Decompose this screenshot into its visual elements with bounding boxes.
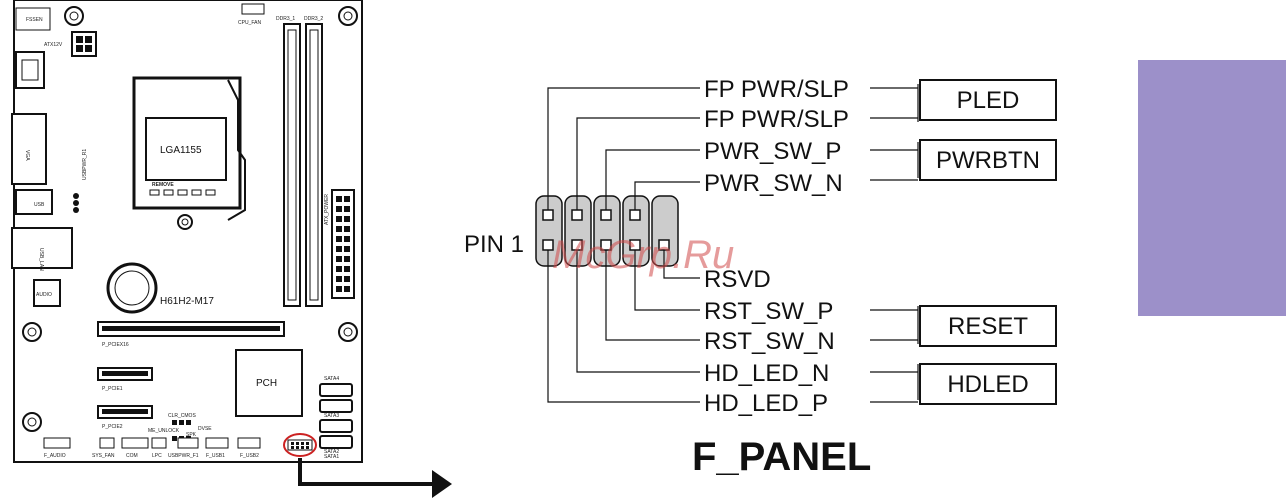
com-label: COM [126,453,138,459]
sys-fan-label: SYS_FAN [92,453,115,459]
group-box-reset [919,305,1057,347]
dimm-slot-2 [305,23,323,307]
group-box-hdled [919,363,1057,405]
model-label: H61H2-M17 [160,296,214,307]
fssen-box [15,7,51,31]
pin-label-rsvd: RSVD [704,266,771,293]
vga-port [11,113,47,185]
remove-label: REMOVE [152,182,174,188]
usb-port [15,189,53,215]
usbpwr-r1-label: USBPWR_R1 [82,149,88,180]
me-unlock-label: ME_UNLOCK [148,428,180,434]
sata-ports [319,383,353,449]
audio-label: AUDIO [36,292,52,298]
usb-label: USB [34,202,45,208]
fssen-label: FSSEN [26,17,43,23]
pin-label-rst-sw-p: RST_SW_P [704,298,833,325]
socket-label: LGA1155 [160,145,202,156]
pin-label-pwr-sw-p: PWR_SW_P [704,138,841,165]
lpc-label: LPC [152,453,162,459]
group-label-pled: PLED [957,87,1020,114]
bottom-leader-lines [547,250,700,403]
pin-label-rst-sw-n: RST_SW_N [704,328,835,355]
pin-label-pwr-sw-n: PWR_SW_N [704,170,843,197]
ddr3-2-label: DDR3_2 [304,16,323,22]
bottom-headers [43,437,261,449]
pin-label-fp-pwr-slp-2: FP PWR/SLP [704,106,849,133]
pch-chip [235,349,303,417]
group-brackets [870,84,919,403]
socket-inner [145,117,227,181]
atx-power-label: ATX_POWER [324,194,330,225]
group-label-pwrbtn: PWRBTN [936,147,1040,174]
pin-label-hd-led-n: HD_LED_N [704,360,829,387]
group-box-pwrbtn [919,139,1057,181]
atx12v-label: ATX12V [44,42,63,48]
highlight-ellipse [283,433,317,457]
f-panel-header-onboard [287,439,313,451]
motherboard: FSSEN ATX12V VGA USB USBPWR_R1 USB_LAN A… [11,0,363,463]
atx12v-connector [71,31,97,57]
clr-cmos-label: CLR_CMOS [168,413,196,419]
mounting-holes [22,6,358,432]
f-audio-label: F_AUDIO [44,453,66,459]
cpu-fan-header [241,3,265,15]
ddr3-1-label: DDR3_1 [276,16,295,22]
side-tab [1138,60,1286,316]
pcie-x16-label: P_PCIEX16 [102,342,129,348]
usb-lan-port [11,227,73,269]
top-leader-lines [547,87,700,210]
group-label-hdled: HDLED [947,371,1028,398]
usbpwr-r1-jumper [73,193,79,213]
sata1-label: SATA1 [324,454,339,460]
usbpwr-f1-label: USBPWR_F1 [168,453,199,459]
pcie2-label: P_PCIE2 [102,424,123,430]
connector-title: F_PANEL [692,435,871,479]
group-label-reset: RESET [948,313,1028,340]
pin-label-fp-pwr-slp-1: FP PWR/SLP [704,76,849,103]
dimm-slot-1 [283,23,301,307]
f-usb2-label: F_USB2 [240,453,259,459]
atx-power-connector [331,189,355,299]
sata4-label: SATA4 [324,376,339,382]
pin-label-hd-led-p: HD_LED_P [704,390,828,417]
dvse-label: DVSE [198,426,212,432]
socket-lever [227,79,246,221]
usb-lan-label: USB_LAN [38,248,44,271]
audio-port [33,279,61,307]
pointer-arrow-line [298,458,432,486]
pin1-label: PIN 1 [464,231,524,258]
sata2-label: SATA2 [324,449,339,455]
ps2-port [15,51,45,89]
f-usb1-label: F_USB1 [206,453,225,459]
cpu-fan-label: CPU_FAN [238,20,261,26]
watermark-text: McGrp.Ru [552,233,734,277]
pointer-arrow-head [432,470,452,498]
vga-label: VGA [24,150,30,161]
f-panel-connector: PIN 1 FP PWR/SLP FP PWR/SLP PWR_SW_P PWR… [464,76,1057,479]
pch-label: PCH [256,378,277,389]
spk-label: SPK [186,432,197,438]
pcie1-label: P_PCIE1 [102,386,123,392]
sata3-label: SATA3 [324,413,339,419]
group-box-pled [919,79,1057,121]
